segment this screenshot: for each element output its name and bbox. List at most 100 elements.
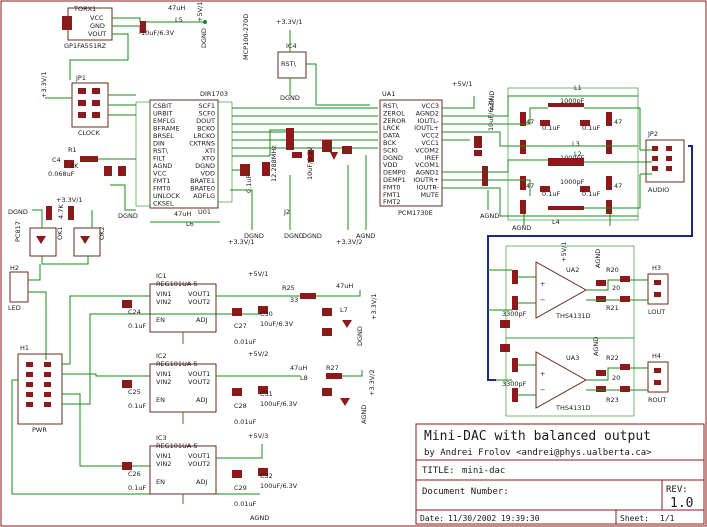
author-line: by Andrei Frolov <andrei@phys.ualberta.c… [424,448,652,458]
pcm-right-pin-10: IOUTR+ [413,176,439,184]
pcm-left-pin-2: ZEROR [383,117,406,125]
dgnd-reg1: DGND [356,326,364,346]
v33-label-jp1: +3.3V/1 [40,71,48,98]
dir-right-pin-5: CKTRNS [189,140,215,148]
dir-left-pin-3: BFRAME [153,125,180,133]
jp1-clock: JP1 CLOCK +3.3V/1 [40,71,136,137]
h4-label: ROUT [648,396,666,404]
c-torx-value: 10uF/6.3V [141,29,175,37]
dir-left-pin-9: VCC [153,170,167,178]
torx-pin-vout: VOUT [88,30,106,38]
dgnd-label-top: DGND [200,28,208,48]
torx-pin-vcc: VCC [90,14,104,22]
c28-ref: C28 [234,402,247,410]
l1-ref: L1 [574,84,582,92]
signal-bus [487,145,693,381]
dir-right-pin-8: DGND [195,162,215,170]
pcm-left-pin-9: DEMP0 [383,169,406,177]
ic3-en: EN [156,478,165,486]
dir-left-pin-13: CKSEL [153,200,174,208]
h4-rout: H4 ROUT [640,352,669,404]
c-pair-1: 0.1uF [542,124,560,132]
r21-ref: R21 [606,304,619,312]
l8-ref: L8 [300,374,308,382]
ic1-adj: ADJ [196,316,207,324]
c32-value: 100uF/6.3V [260,482,298,490]
agnd-dir: AGND [356,232,375,240]
dgnd-ic4: DGND [280,94,300,102]
sheet-label: Sheet: [620,514,649,523]
l7-ref: L7 [340,306,348,314]
pcm-right-pin-4: VCC2 [421,132,439,140]
sheet-value: 1/1 [660,514,675,523]
dir-left-pin-11: FMT0 [153,185,170,193]
torx-part: GP1FA551RZ [64,42,107,50]
pcm-left-pin-4: DATA [383,132,400,140]
ua3-minus: − [540,386,545,394]
c25-ref: C25 [128,388,141,396]
vdd-top-label: +5V/1 [196,2,204,22]
pcm-left-pin-12: FMT1 [383,191,400,199]
v33-dir-1: +3.3V/1 [228,238,255,246]
pcm-right-pin-0: VCC3 [421,102,439,110]
agnd-ua2: AGND [594,249,602,268]
rev-value: 1.0 [670,496,693,511]
dir-right-pin-7: XTO [202,155,215,163]
dir-left-pin-8: AGND [153,162,172,170]
dir-right-pin-2: DOUT [196,117,215,125]
c-pair-2: 0.1uF [582,124,600,132]
jp1-label: CLOCK [78,129,101,137]
c26-ref: C26 [128,470,141,478]
h2-ref: H2 [10,264,19,272]
ic2-en: EN [156,396,165,404]
ic1-vout1: VOUT1 [188,290,210,298]
torx-receiver: TORX1 VCC GND VOUT GP1FA551RZ 47uH L5 10… [62,2,208,80]
agnd-pcm-top: AGND [488,91,496,110]
ic2-adj: ADJ [196,396,207,404]
dir-left-pin-2: EMFLG [153,117,175,125]
l1-value: 1000pF [560,97,585,105]
c-dir-label3: 10uF/6.3V [306,146,314,180]
jp1-ref: JP1 [75,74,86,82]
c-dir-label2: 12.288MHz [270,145,278,182]
ua2-part: THS4131D [555,312,591,320]
pcm-left-pin-5: BCK [383,139,397,147]
h3-lout: H3 LOUT [640,264,669,316]
jp2-label: AUDIO [648,186,669,194]
pcm-left-pin-13: FMT2 [383,198,400,206]
v5-3-reg: +5V/3 [248,432,268,440]
dir-right-pin-11: BRATE0 [190,185,215,193]
v33-opto: +3.3V/1 [56,196,83,204]
c-dir-label: 0.1uF [245,175,253,193]
ic1-ref: IC1 [156,272,167,280]
v33-1-label-ic4: +3.3V/1 [276,18,303,26]
c27-value: 0.01uF [234,338,257,346]
c29-value: 0.01uF [234,500,257,508]
v520-2: 3300pF [502,380,527,388]
dir-left-pin-6: RST\ [153,147,169,155]
c28-value: 0.01uF [234,418,257,426]
h1-ref: H1 [20,344,29,352]
torx-pin-gnd: GND [90,22,105,30]
c-pair-3: 0.1uF [542,190,560,198]
v5-1-pcm: +5V/1 [452,80,472,88]
dgnd-dir-3: DGND [302,232,322,240]
torx-ref: TORX1 [73,5,96,13]
l5-ref: L5 [175,16,183,24]
ua2-ref: UA2 [566,266,579,274]
regulator-ic3: IC3 REG101UA-5 VIN1 VIN2 EN VOUT1 VOUT2 … [122,432,298,522]
pcm-left-pin-10: DEMP1 [383,176,406,184]
j2-ref: J2 [283,208,290,216]
ua2-plus: + [540,280,545,288]
dgnd-opto: DGND [8,208,28,216]
dir-left-pin-0: CSBIT [153,102,172,110]
h2-label: LED [8,304,21,312]
ic3-vin2: VIN2 [156,460,171,468]
l4-value: 1000pF [560,178,585,186]
ic3-vout2: VOUT2 [188,460,210,468]
r25-value: 33 [290,296,298,304]
ua2-symbol [535,261,588,319]
r20-value: 20 [612,284,620,292]
l5-value: 47uH [168,4,185,12]
